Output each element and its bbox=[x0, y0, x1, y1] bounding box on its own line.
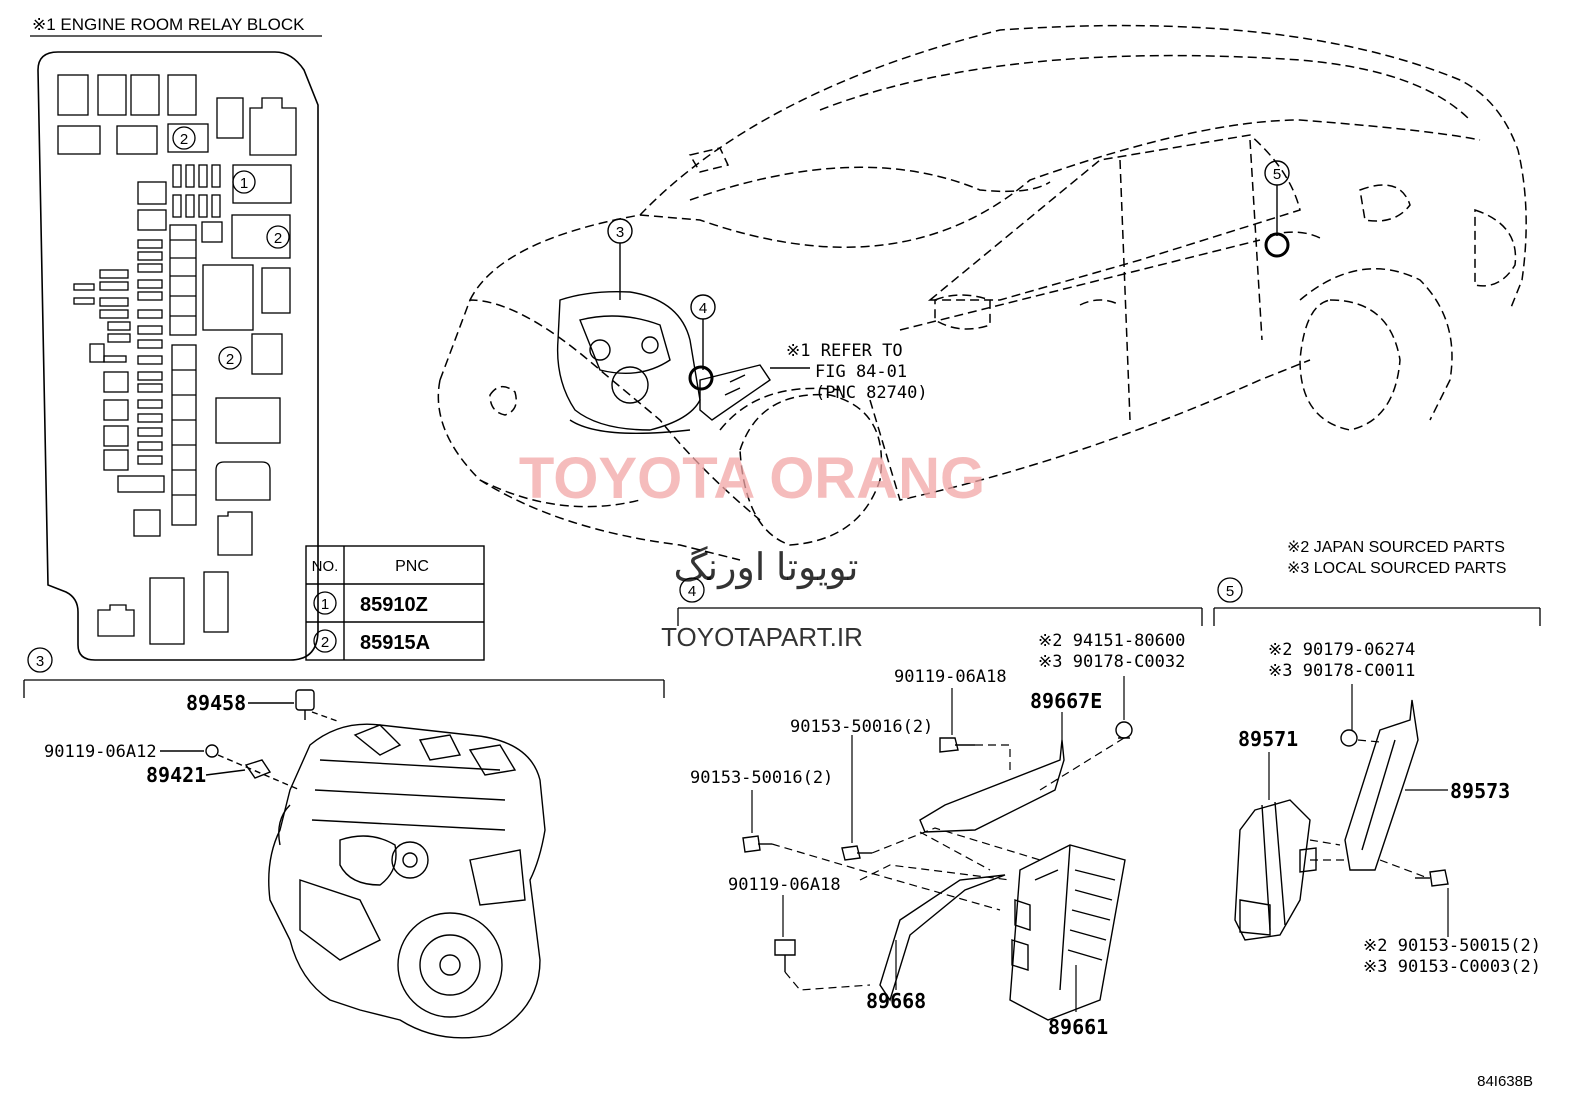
pnc-table-grid bbox=[305, 545, 485, 661]
pnc-row-1-pnc: 85910Z bbox=[360, 594, 428, 616]
part-90153-50016-a: 90153-50016(2) bbox=[790, 717, 933, 737]
section5-bracket bbox=[1213, 577, 1541, 626]
section3-bracket bbox=[23, 647, 665, 698]
pnc-table-header-no: NO. bbox=[312, 558, 339, 575]
part-90153-50015: ※2 90153-50015(2) bbox=[1363, 936, 1541, 956]
section4-leaders bbox=[751, 676, 1125, 1012]
pnc-row-2-pnc: 85915A bbox=[360, 632, 430, 654]
part-89458: 89458 bbox=[186, 691, 246, 715]
relay-callout-2c: 2 bbox=[226, 351, 234, 368]
refer-line-3: (PNC 82740) bbox=[815, 383, 928, 403]
refer-line-2: FIG 84-01 bbox=[815, 362, 907, 382]
pnc-row-1-no: 1 bbox=[321, 596, 329, 613]
watermark-fa: تویوتا اورنگ bbox=[674, 545, 859, 590]
car-callout-4: 4 bbox=[699, 300, 707, 317]
relay-callout-2a: 2 bbox=[180, 131, 188, 148]
section4-callout: 4 bbox=[688, 583, 696, 600]
pnc-row-2-no: 2 bbox=[321, 634, 329, 651]
part-90119-06A18-top: 90119-06A18 bbox=[894, 667, 1007, 687]
part-90119-06A18-bottom: 90119-06A18 bbox=[728, 875, 841, 895]
car-outline bbox=[437, 24, 1527, 561]
section4-parts bbox=[742, 721, 1133, 1021]
car-callout-5: 5 bbox=[1273, 166, 1281, 183]
car-callout-markers bbox=[607, 160, 1290, 391]
section5-leaders bbox=[1268, 684, 1449, 937]
pnc-table-no-circles bbox=[313, 591, 337, 653]
section3-callout: 3 bbox=[36, 653, 44, 670]
part-89571: 89571 bbox=[1238, 727, 1298, 751]
car-engine-bay bbox=[556, 291, 771, 435]
section4-dashes bbox=[771, 737, 1125, 991]
part-89668: 89668 bbox=[866, 989, 926, 1013]
part-89667E: 89667E bbox=[1030, 689, 1102, 713]
part-90178-C0032: ※3 90178-C0032 bbox=[1038, 652, 1185, 672]
relay-callout-1: 1 bbox=[240, 175, 248, 192]
part-89661: 89661 bbox=[1048, 1015, 1108, 1039]
section4-bracket bbox=[677, 577, 1203, 626]
part-94151-80600: ※2 94151-80600 bbox=[1038, 631, 1185, 651]
part-89573: 89573 bbox=[1450, 779, 1510, 803]
relay-block-title: ※1 ENGINE ROOM RELAY BLOCK bbox=[32, 15, 305, 34]
section5-dashes bbox=[1309, 739, 1429, 879]
part-90153-C0003: ※3 90153-C0003(2) bbox=[1363, 957, 1541, 977]
part-90153-50016-b: 90153-50016(2) bbox=[690, 768, 833, 788]
relay-callout-2b: 2 bbox=[274, 230, 282, 247]
note-japan-sourced: ※2 JAPAN SOURCED PARTS bbox=[1287, 539, 1505, 556]
figure-code: 84I638B bbox=[1477, 1073, 1533, 1090]
refer-line-1: ※1 REFER TO bbox=[786, 341, 903, 361]
section3-parts bbox=[160, 689, 341, 791]
part-90119-06A12: 90119-06A12 bbox=[44, 742, 157, 762]
relay-block-fuses bbox=[57, 74, 297, 645]
watermark-url: TOYOTAPART.IR bbox=[661, 622, 863, 652]
relay-callouts bbox=[172, 126, 290, 370]
section5-callout: 5 bbox=[1226, 583, 1234, 600]
engine-drawing bbox=[268, 723, 546, 1039]
part-89421: 89421 bbox=[146, 763, 206, 787]
car-callout-3: 3 bbox=[616, 224, 624, 241]
pnc-table-header-pnc: PNC bbox=[395, 558, 429, 575]
part-90179-06274: ※2 90179-06274 bbox=[1268, 640, 1415, 660]
section5-parts bbox=[1234, 699, 1449, 941]
relay-block-outline bbox=[37, 51, 319, 661]
part-90178-C0011: ※3 90178-C0011 bbox=[1268, 661, 1415, 681]
note-local-sourced: ※3 LOCAL SOURCED PARTS bbox=[1287, 560, 1506, 577]
watermark-en: TOYOTA ORANG bbox=[519, 446, 985, 511]
